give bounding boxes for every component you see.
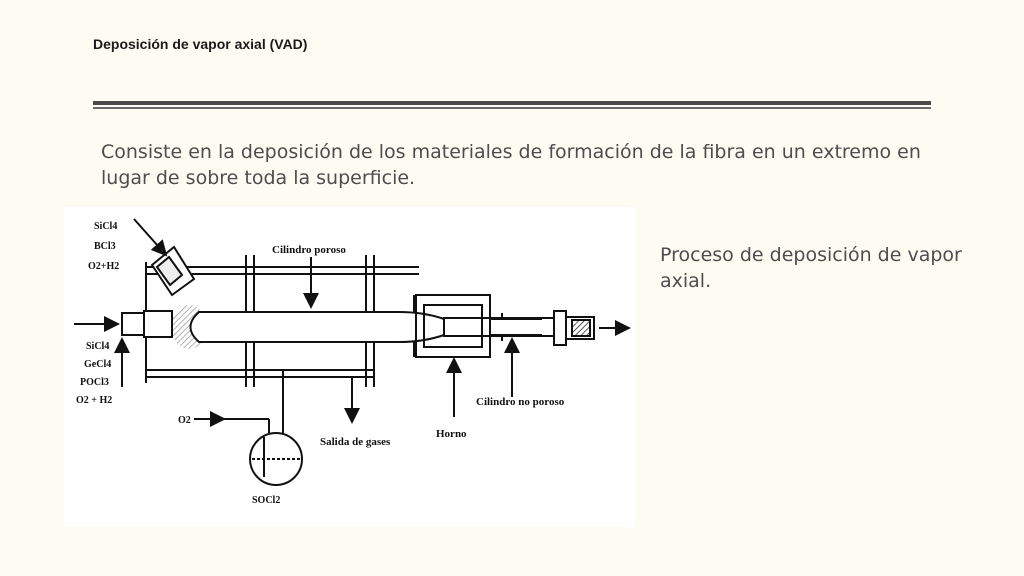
lower-feed-2: GeCl4: [84, 359, 111, 370]
lower-feed-3: POCl3: [80, 377, 109, 388]
label-horno: Horno: [436, 428, 467, 440]
vad-diagram: Cilindro poroso Cilindro no poroso Horno…: [64, 207, 635, 527]
vad-diagram-svg: Cilindro poroso Cilindro no poroso Horno…: [74, 218, 631, 506]
label-salida-gases: Salida de gases: [320, 436, 391, 448]
title-divider-thin: [93, 107, 931, 109]
socl2-flask: [224, 370, 303, 486]
figure-caption: Proceso de deposición de vapor axial.: [660, 244, 962, 292]
furnace: [415, 294, 542, 358]
upper-feed-3: O2+H2: [88, 261, 119, 272]
upper-feed-1: SiCl4: [94, 221, 117, 232]
upper-burner: [150, 245, 196, 297]
lower-feed-1: SiCl4: [86, 341, 109, 352]
label-cilindro-no-poroso: Cilindro no poroso: [476, 396, 565, 408]
o2-label: O2: [178, 415, 191, 426]
porous-preform: [171, 305, 445, 349]
flow-arrows: [74, 218, 631, 427]
slide-title: Deposición de vapor axial (VAD): [93, 36, 308, 52]
lower-feed-4: O2 + H2: [76, 395, 112, 406]
socl2-label: SOCl2: [252, 495, 280, 506]
upper-feed-2: BCl3: [94, 241, 116, 252]
title-divider-thick: [93, 101, 931, 105]
lower-burner: [121, 310, 173, 338]
non-porous-rod: [443, 310, 595, 346]
label-cilindro-poroso: Cilindro poroso: [272, 244, 346, 256]
intro-text: Consiste en la deposición de los materia…: [101, 141, 921, 189]
